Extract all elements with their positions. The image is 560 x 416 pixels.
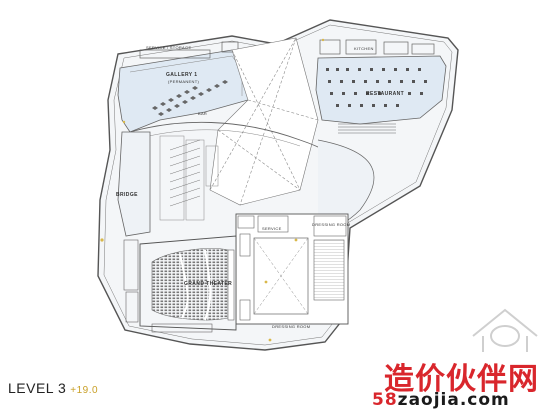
watermark-url: 58zaojia.com xyxy=(372,390,510,410)
restaurant-stair xyxy=(338,123,396,134)
label-restaurant: RESTAURANT xyxy=(366,91,404,97)
label-gallery: GALLERY 1 xyxy=(166,72,197,78)
central-columns xyxy=(159,135,219,221)
watermark-url-number: 58 xyxy=(372,390,398,410)
label-grand-theater: GRAND THEATER xyxy=(184,281,232,287)
restaurant-tables xyxy=(326,68,427,107)
label-bridge: BRIDGE xyxy=(116,192,138,198)
level-name: LEVEL 3 xyxy=(8,380,67,396)
service-storage-block xyxy=(139,41,239,59)
central-stair xyxy=(169,139,201,207)
kitchen-block xyxy=(319,39,435,55)
watermark-chinese-text: 造价伙伴网 xyxy=(384,362,539,397)
gallery-seating xyxy=(152,80,228,116)
label-bar: BAR xyxy=(198,111,207,116)
label-kitchen: KITCHEN xyxy=(354,46,374,51)
label-service-storage: SERVICE / STORAGE xyxy=(146,45,191,50)
backstage-block xyxy=(235,213,349,325)
level-title: LEVEL 3+19.0 xyxy=(8,380,98,396)
watermark-url-domain: zaojia.com xyxy=(397,390,510,410)
level-elevation: +19.0 xyxy=(70,385,99,396)
label-dressing-room-2: DRESSING ROOM xyxy=(272,324,310,329)
grand-theater xyxy=(139,235,237,331)
label-service: SERVICE xyxy=(262,226,282,231)
atrium-dashed-lines xyxy=(209,37,319,206)
watermark-logo xyxy=(472,308,538,352)
label-gallery-sub: (PERMANENT) xyxy=(168,79,199,84)
label-dressing-room: DRESSING ROOM xyxy=(312,222,350,227)
accent-markers xyxy=(100,38,325,342)
bridge-floor xyxy=(117,131,151,237)
west-rooms xyxy=(123,239,213,333)
